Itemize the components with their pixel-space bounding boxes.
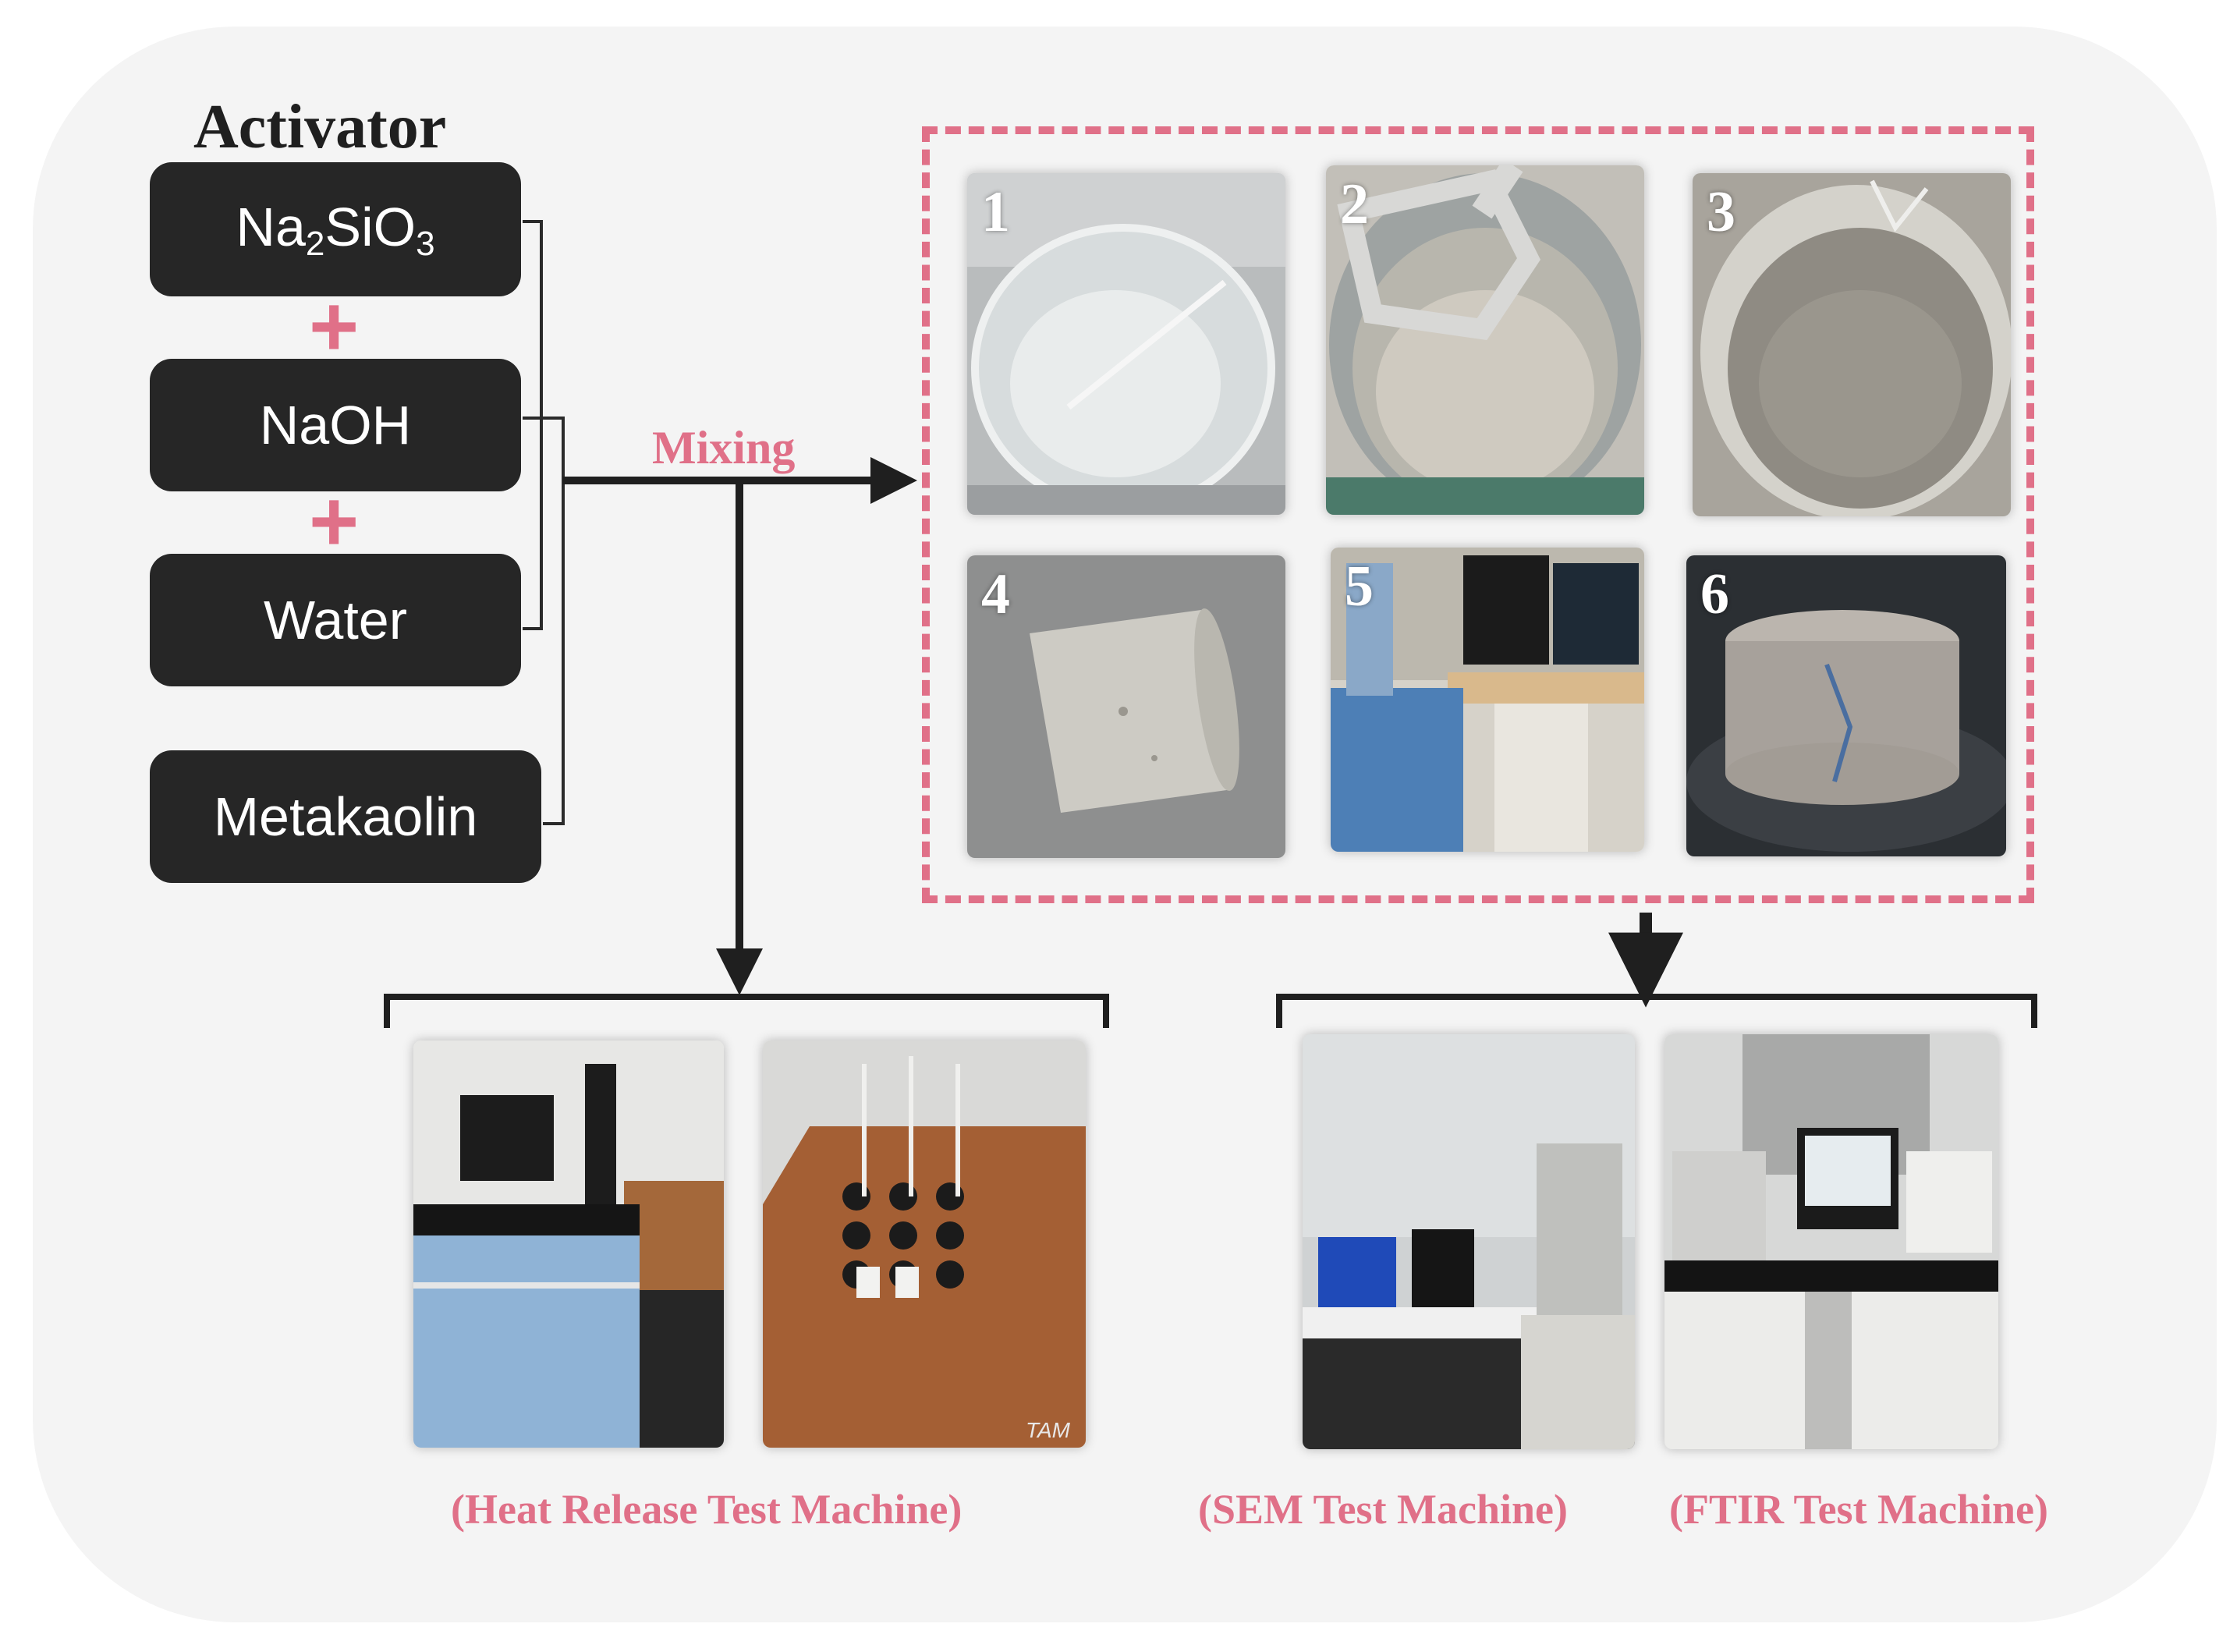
tam-watermark: TAM: [1025, 1418, 1070, 1442]
activator-title: Activator: [193, 93, 447, 161]
reagent-box-metakaolin: Metakaolin: [150, 750, 541, 883]
water-label: Water: [263, 590, 408, 651]
photo-number-1: 1: [981, 180, 1010, 244]
photo-ftir-instrument: [1664, 1034, 1998, 1449]
photo-number-4: 4: [981, 562, 1010, 626]
photo-number-6: 6: [1700, 562, 1729, 626]
reagent-box-naoh: NaOH: [150, 359, 521, 491]
bracket-naoh-metakaolin: [523, 417, 565, 825]
caption-ftir: (FTIR Test Machine): [1669, 1486, 2048, 1533]
photo-number-5: 5: [1345, 555, 1374, 619]
na2sio3-formula: Na2SiO3: [236, 196, 435, 263]
photo-tam-calorimeter: TAM: [763, 1040, 1086, 1448]
photo-paste: 3: [1693, 173, 2011, 516]
reagent-box-water: Water: [150, 554, 521, 686]
photo-sem-instrument: [1303, 1034, 1635, 1449]
photo-mixer: 2: [1326, 165, 1644, 515]
photo-cylinder: 4: [967, 555, 1285, 858]
naoh-label: NaOH: [259, 395, 412, 456]
bracket-na2sio3-water: [523, 220, 543, 630]
bracket-sem-ftir: [1276, 994, 2037, 1028]
reagent-box-na2sio3: Na2SiO3: [150, 162, 521, 296]
caption-sem: (SEM Test Machine): [1198, 1486, 1569, 1533]
bracket-heat-release: [384, 994, 1109, 1028]
photo-beaker: 1: [967, 173, 1285, 515]
plus-sign-2: +: [309, 473, 360, 569]
photo-number-2: 2: [1340, 172, 1369, 236]
photo-fractured-specimen: 6: [1686, 555, 2006, 856]
photo-heat-release-computer: [413, 1040, 724, 1448]
mixing-label: Mixing: [652, 422, 796, 473]
metakaolin-label: Metakaolin: [213, 786, 478, 847]
photo-number-3: 3: [1707, 180, 1735, 244]
process-photos-frame: [922, 126, 2034, 903]
photo-compression-machine: 5: [1331, 548, 1644, 852]
caption-heat-release: (Heat Release Test Machine): [451, 1486, 963, 1533]
plus-sign-1: +: [309, 278, 360, 374]
